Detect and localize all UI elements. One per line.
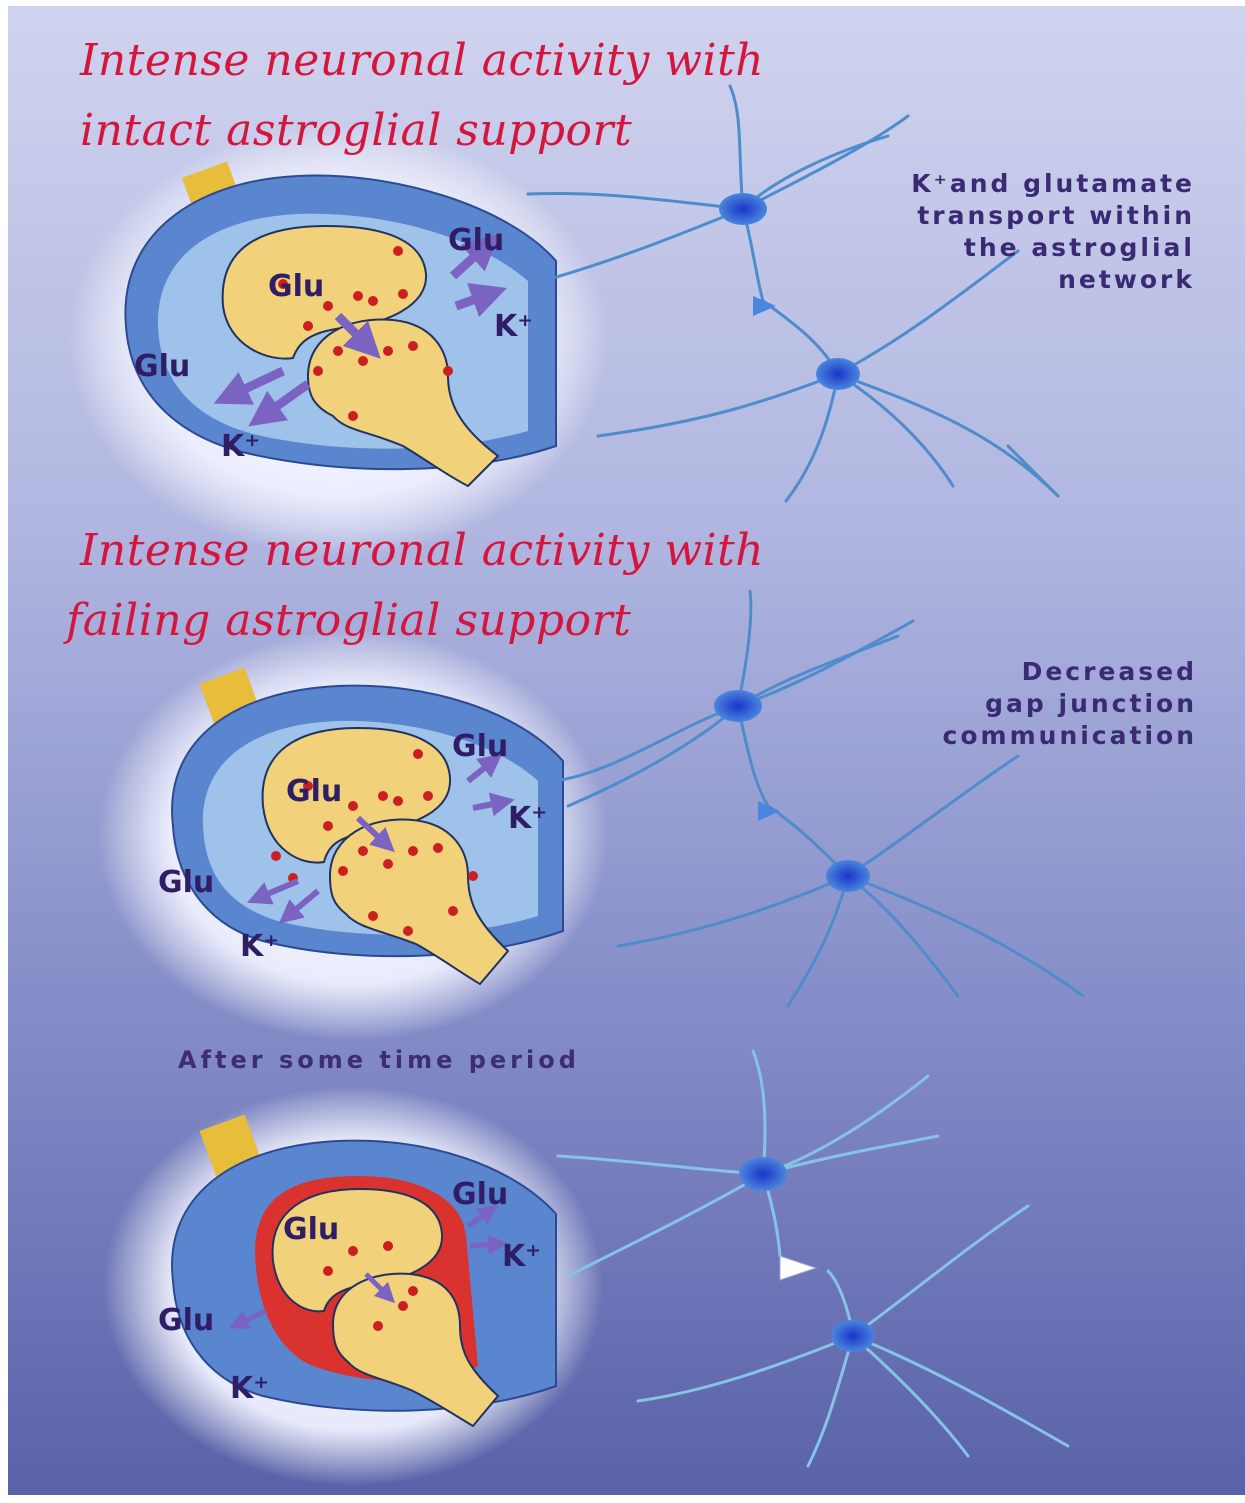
glu-label: Glu [158, 1303, 214, 1338]
note-line: the astroglial [964, 232, 1195, 264]
glu-label: Glu [283, 1212, 339, 1247]
note-line: gap junction [985, 688, 1197, 720]
panel-2-title-line-2: failing astroglial support [66, 596, 631, 646]
note-line: transport within [917, 200, 1195, 232]
glu-label: Glu [448, 223, 504, 258]
glu-label: Glu [452, 1177, 508, 1212]
note-line: communication [943, 720, 1197, 752]
k-ion-label: K⁺ [240, 929, 279, 964]
panel-1-title-line-1: Intense neuronal activity with [80, 36, 764, 86]
note-line: Decreased [1022, 656, 1197, 688]
k-ion-label: K⁺ [230, 1371, 269, 1406]
k-ion-label: K⁺ [502, 1239, 541, 1274]
k-ion-label: K⁺ [221, 429, 260, 464]
note-line: network [1058, 264, 1195, 296]
glu-label: Glu [158, 865, 214, 900]
panel-3-heading: After some time period [178, 1044, 580, 1076]
glu-label: Glu [268, 269, 324, 304]
glu-label: Glu [134, 349, 190, 384]
panel-2-title-line-1: Intense neuronal activity with [80, 526, 764, 576]
diagram-canvas: Glu Glu K⁺ Glu K⁺ Glu Glu K⁺ Glu K⁺ Glu … [8, 6, 1245, 1495]
glu-label: Glu [452, 729, 508, 764]
glu-label: Glu [286, 774, 342, 809]
k-ion-label: K⁺ [508, 801, 547, 836]
k-ion-label: K⁺ [494, 309, 533, 344]
synapse-illustration-2 [98, 631, 608, 1041]
note-line: K⁺and glutamate [911, 168, 1195, 200]
synapse-illustration-3 [103, 1086, 603, 1486]
panel-1-title-line-2: intact astroglial support [80, 106, 632, 156]
